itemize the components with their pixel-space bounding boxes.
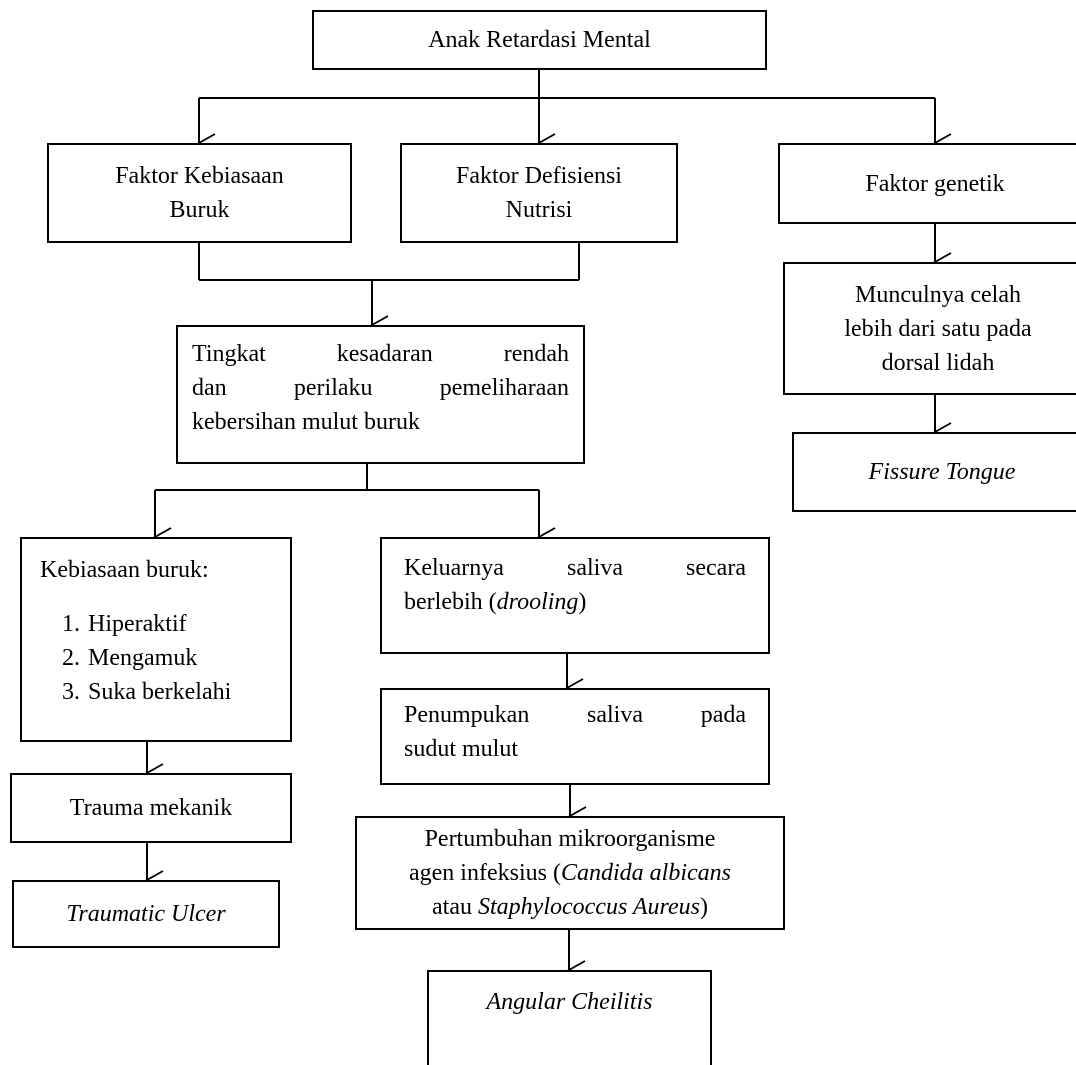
fissure-cause-line-2: lebih dari satu pada [844,315,1032,342]
angular-cheilitis-node: Angular Cheilitis [427,970,712,1065]
root-node: Anak Retardasi Mental [312,10,767,70]
fissure-cause-node: Munculnya celah lebih dari satu pada dor… [783,262,1076,395]
microorganism-line-1: Pertumbuhan mikroorganisme [424,826,716,852]
trauma-label: Trauma mekanik [69,795,233,821]
saliva-buildup-line-2: sudut mulut [404,736,519,762]
saliva-buildup-node: Penumpukan saliva pada sudut mulut [380,688,770,785]
nutrition-factor-node: Faktor Defisiensi Nutrisi [400,143,678,243]
microorganism-line-3: atau Staphylococcus Aureus) [432,894,708,920]
bad-habits-node: Kebiasaan buruk: 1.Hiperaktif 2.Mengamuk… [20,537,292,742]
genetic-factor-label: Faktor genetik [865,170,1005,197]
list-item: 3.Suka berkelahi [62,679,232,705]
traumatic-ulcer-node: Traumatic Ulcer [12,880,280,948]
nutrition-factor-line-1: Faktor Defisiensi [456,163,622,189]
trauma-node: Trauma mekanik [10,773,292,843]
fissure-tongue-label: Fissure Tongue [868,459,1016,485]
drooling-line-2: berlebih (drooling) [404,589,587,615]
fissure-cause-line-3: dorsal lidah [881,349,995,376]
list-item: 1.Hiperaktif [62,611,187,637]
drooling-node: Keluarnya saliva secara berlebih (drooli… [380,537,770,654]
habit-factor-line-1: Faktor Kebiasaan [115,163,284,189]
bad-habits-list: 1.Hiperaktif 2.Mengamuk 3.Suka berkelahi [40,607,272,709]
habit-factor-node: Faktor Kebiasaan Buruk [47,143,352,243]
drooling-line-1: Keluarnya saliva secara [404,555,746,581]
genetic-factor-node: Faktor genetik [778,143,1076,224]
angular-cheilitis-label: Angular Cheilitis [486,989,653,1015]
traumatic-ulcer-label: Traumatic Ulcer [66,901,226,927]
awareness-line-1: Tingkat kesadaran rendah [192,341,569,367]
awareness-line-2: dan perilaku pemeliharaan [192,375,569,401]
awareness-line-3: kebersihan mulut buruk [192,409,420,435]
bad-habits-title: Kebiasaan buruk: [40,557,209,583]
root-label: Anak Retardasi Mental [428,27,651,53]
microorganism-node: Pertumbuhan mikroorganisme agen infeksiu… [355,816,785,930]
habit-factor-line-2: Buruk [169,197,230,223]
microorganism-line-2: agen infeksius (Candida albicans [409,860,731,886]
nutrition-factor-line-2: Nutrisi [505,197,573,223]
saliva-buildup-line-1: Penumpukan saliva pada [404,702,746,728]
fissure-cause-line-1: Munculnya celah [855,281,1021,308]
fissure-tongue-node: Fissure Tongue [792,432,1076,512]
list-item: 2.Mengamuk [62,645,198,671]
awareness-node: Tingkat kesadaran rendah dan perilaku pe… [176,325,585,464]
